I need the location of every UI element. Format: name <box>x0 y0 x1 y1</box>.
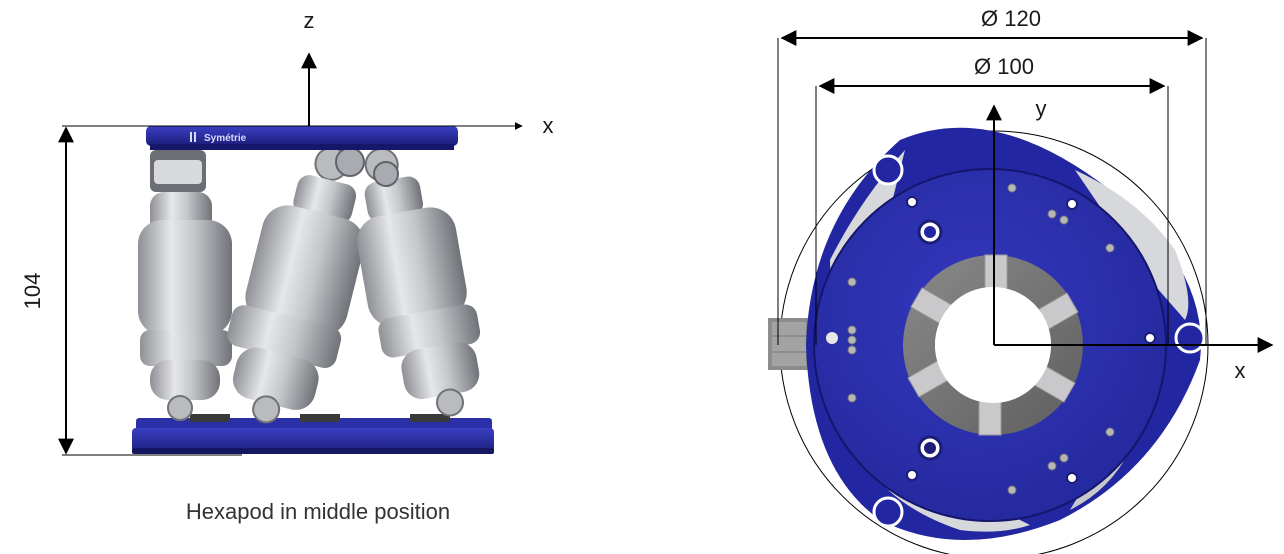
leg-3 <box>357 147 481 417</box>
z-axis-label: z <box>304 8 315 33</box>
leg-1 <box>138 150 232 421</box>
side-view: Symétrie z x 104 Hexapod in middle posit… <box>20 8 554 524</box>
y-axis: y <box>986 96 1047 345</box>
leg-2 <box>227 146 365 424</box>
height-dimension: 104 <box>20 126 74 455</box>
outer-diameter-label: Ø 120 <box>981 6 1041 31</box>
y-axis-label: y <box>1036 96 1047 121</box>
outer-diameter-dimension: Ø 120 <box>777 6 1207 345</box>
bottom-platform <box>132 414 494 454</box>
cable-connector <box>768 318 810 370</box>
z-axis: z <box>301 8 317 126</box>
top-platform: Symétrie <box>146 126 458 150</box>
height-dimension-label: 104 <box>20 273 45 310</box>
x-axis-side: x <box>62 113 554 138</box>
x-axis-label-side: x <box>543 113 554 138</box>
x-axis-top: x <box>994 337 1274 383</box>
plate-holes <box>826 183 1156 495</box>
inner-diameter-label: Ø 100 <box>974 54 1034 79</box>
inner-diameter-dimension: Ø 100 <box>815 54 1169 345</box>
brand-label: Symétrie <box>204 133 247 144</box>
x-axis-label-top: x <box>1235 358 1246 383</box>
top-view: Ø 120 Ø 100 y x <box>768 6 1274 554</box>
hexapod-legs <box>138 146 481 424</box>
side-view-caption: Hexapod in middle position <box>186 499 450 524</box>
